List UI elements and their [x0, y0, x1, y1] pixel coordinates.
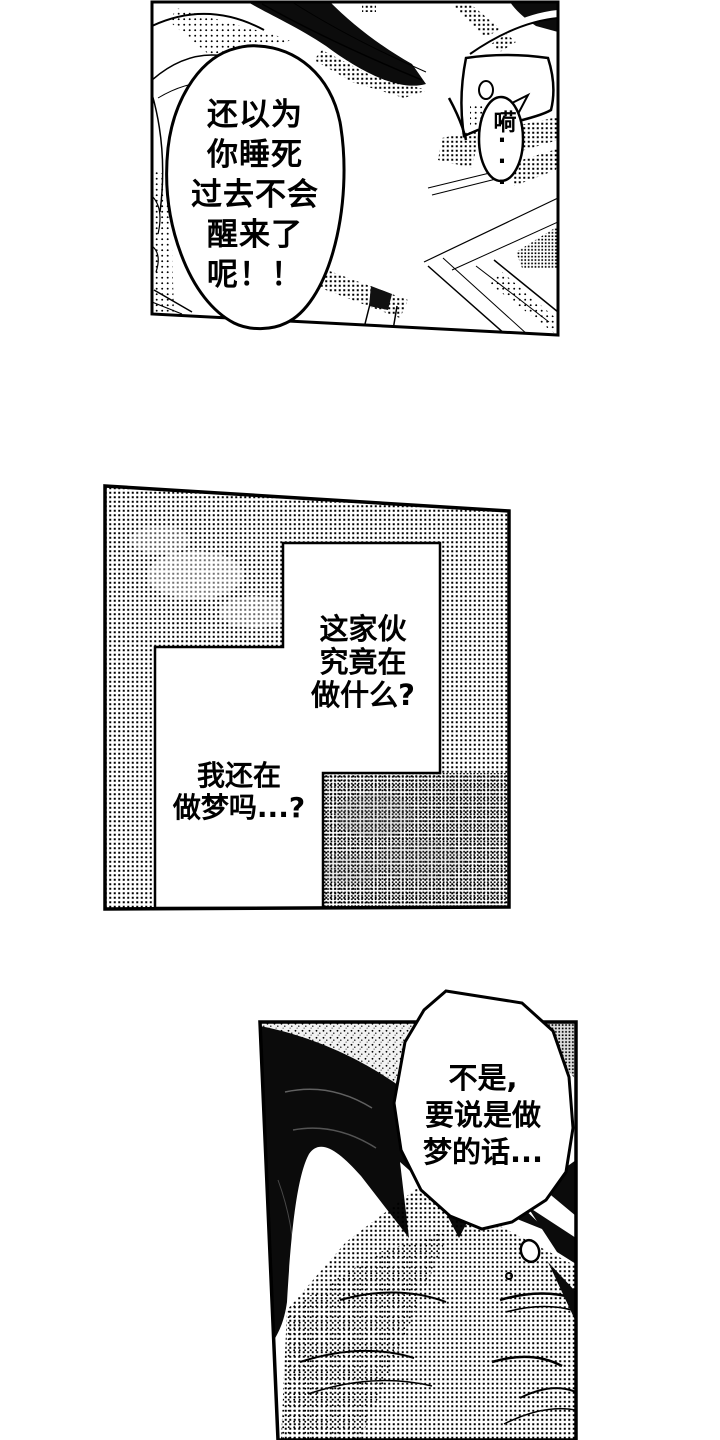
hair-strand-wedges — [527, 1160, 576, 1322]
screentone-speck — [362, 2, 376, 12]
screentone-light-patches — [130, 526, 291, 628]
panel2-dense-screentone — [323, 773, 509, 907]
neck-shading — [314, 50, 428, 98]
panel1-border — [150, 0, 560, 337]
fold-light-band — [490, 272, 558, 335]
thought-bubble-text: 不是, 要说是做 梦的话... — [393, 1060, 573, 1171]
monologue-line: 做梦吗...? — [172, 791, 306, 824]
speech-line: 你睡死 — [207, 137, 303, 173]
buttonhole — [478, 80, 494, 100]
hair — [260, 1026, 556, 1354]
thought-bubble-dot — [505, 1272, 513, 1280]
fold-shadow-spot — [369, 286, 392, 310]
fold-dark-wedge — [516, 226, 558, 268]
speech-line: 过去不会 — [191, 177, 319, 213]
speech-line: 醒来了 — [207, 217, 303, 253]
monologue-top-text: 这家伙 究竟在 做什么? — [288, 613, 438, 712]
neck-shadow-streaks — [261, 2, 427, 81]
sfx-text: 嗬··· — [489, 110, 515, 191]
speech-bubble-1 — [165, 44, 346, 331]
collar-curve-line — [469, 17, 558, 55]
body-screentone-2 — [281, 1230, 450, 1440]
monologue-line: 做什么? — [311, 678, 415, 712]
thought-bubble — [392, 989, 575, 1231]
speech-line: 不是, — [448, 1061, 518, 1095]
monologue-line: 这家伙 — [319, 612, 407, 646]
panel2-border — [103, 484, 511, 911]
monologue-line: 我还在 — [196, 759, 281, 792]
monologue-bottom-text: 我还在 做梦吗...? — [148, 760, 330, 824]
hair-highlights — [277, 1088, 377, 1301]
collar-highlight — [481, 10, 558, 48]
body-contour-lines — [299, 1291, 447, 1395]
monologue-line: 究竟在 — [319, 645, 407, 679]
speech-line: 还以为 — [207, 97, 303, 133]
collar-shading-band — [450, 2, 516, 52]
sfx-bubble — [477, 95, 525, 183]
dense-block-smudges — [320, 793, 465, 885]
speech-line: 要说是做 — [424, 1098, 541, 1132]
speech-line: 呢！！ — [207, 257, 303, 293]
speech-bubble-1-text: 还以为 你睡死 过去不会 醒来了 呢！！ — [162, 95, 348, 295]
speech-line: 梦的话... — [422, 1135, 544, 1169]
neck-shadow — [248, 2, 426, 86]
thought-bubble-tail — [519, 1238, 541, 1264]
